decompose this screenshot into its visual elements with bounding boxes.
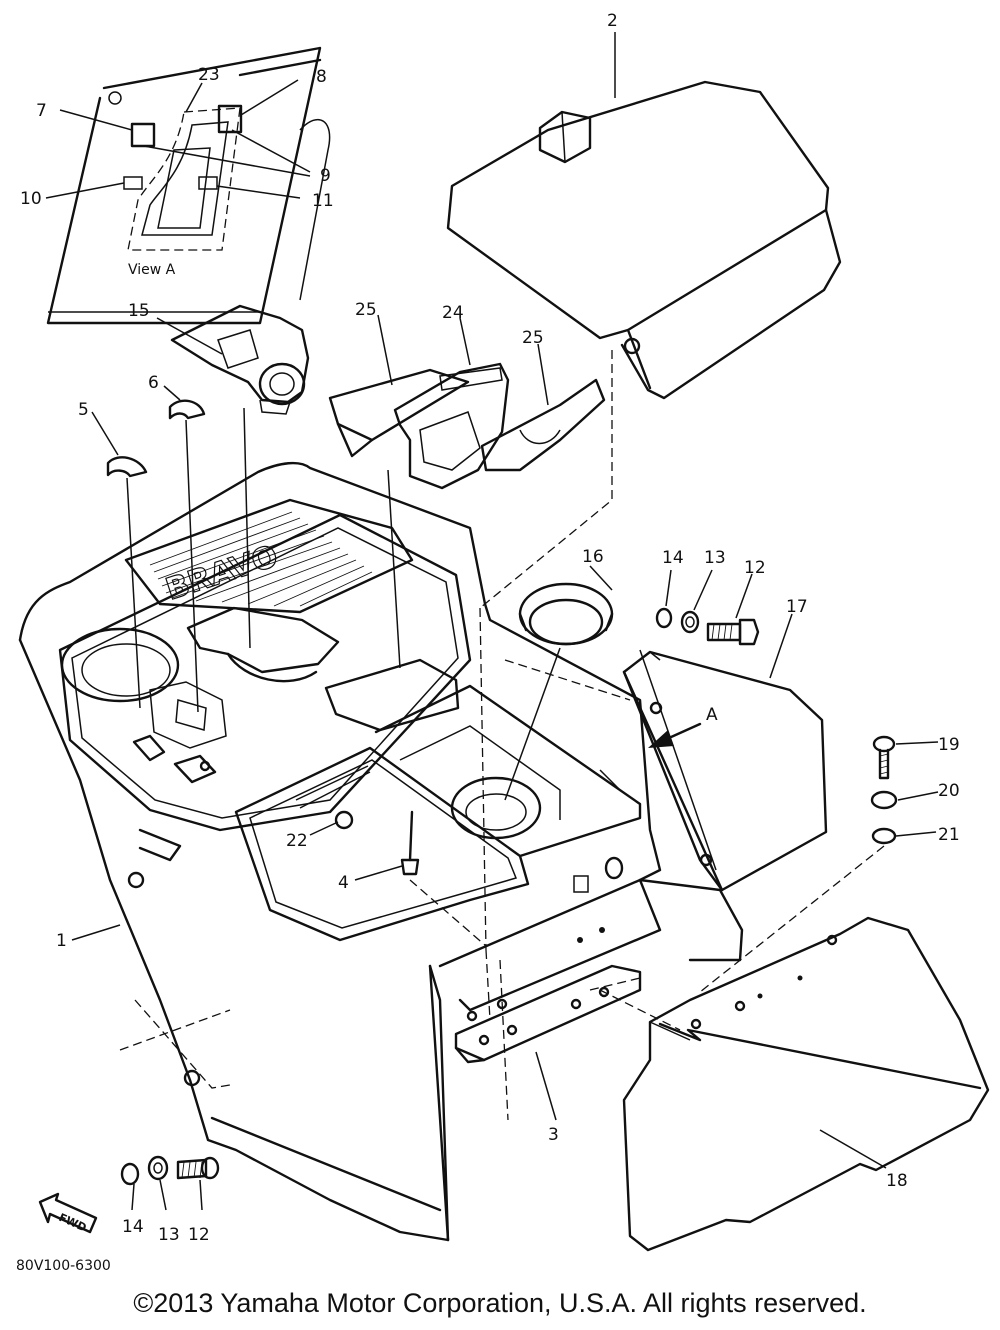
callout-16: 16 bbox=[582, 547, 604, 567]
callout-13-upper: 13 bbox=[704, 548, 726, 568]
callout-12-upper: 12 bbox=[744, 558, 766, 578]
callout-25-left: 25 bbox=[355, 300, 377, 320]
view-a-callout-8: 8 bbox=[316, 67, 327, 87]
callout-19: 19 bbox=[938, 735, 960, 755]
callout-21: 21 bbox=[938, 825, 960, 845]
callout-15: 15 bbox=[128, 301, 150, 321]
callout-12-lower: 12 bbox=[188, 1225, 210, 1245]
callout-20: 20 bbox=[938, 781, 960, 801]
fasteners-19-21: 19 20 21 bbox=[699, 735, 960, 993]
callout-14-lower: 14 bbox=[122, 1217, 144, 1237]
part-3-bracket: 3 bbox=[454, 964, 642, 1145]
clips: 5 6 bbox=[78, 373, 206, 713]
callout-24: 24 bbox=[442, 303, 464, 323]
callout-13-lower: 13 bbox=[158, 1225, 180, 1245]
part-2-lid: 2 bbox=[446, 11, 842, 400]
part-16-grommet: 16 bbox=[504, 547, 614, 801]
callout-22: 22 bbox=[286, 831, 308, 851]
part-17-panel: 17 A bbox=[622, 597, 828, 892]
fasteners-upper: 14 13 12 bbox=[655, 548, 766, 646]
callout-25-right: 25 bbox=[522, 328, 544, 348]
fwd-arrow: FWD bbox=[38, 1192, 98, 1235]
callout-17: 17 bbox=[786, 597, 808, 617]
callout-14-upper: 14 bbox=[662, 548, 684, 568]
callout-3: 3 bbox=[548, 1125, 559, 1145]
fwd-label: FWD bbox=[57, 1211, 89, 1235]
drawing-number: 80V100-6300 bbox=[16, 1258, 111, 1274]
assembly-lines bbox=[119, 350, 681, 1121]
view-a-callout-10: 10 bbox=[20, 189, 42, 209]
view-a-callout-11: 11 bbox=[312, 191, 334, 211]
part-1-console: BRAVO 1 bbox=[18, 461, 744, 1242]
fasteners-lower: 14 13 12 bbox=[120, 1155, 220, 1245]
callout-1: 1 bbox=[56, 931, 67, 951]
callout-5: 5 bbox=[78, 400, 89, 420]
part-22: 22 bbox=[286, 810, 354, 851]
callout-2: 2 bbox=[607, 11, 618, 31]
grille-hatching bbox=[149, 511, 373, 607]
part-18-panel: 18 bbox=[622, 916, 990, 1252]
view-arrow-label: A bbox=[706, 705, 718, 725]
callout-6: 6 bbox=[148, 373, 159, 393]
view-a-callout-7: 7 bbox=[36, 101, 47, 121]
copyright-notice: ©2013 Yamaha Motor Corporation, U.S.A. A… bbox=[133, 1288, 867, 1318]
view-a-label: View A bbox=[128, 262, 176, 278]
callout-18: 18 bbox=[886, 1171, 908, 1191]
part-15-shift-cover: 15 bbox=[128, 301, 310, 415]
part-4-pin: 4 bbox=[338, 810, 487, 947]
parts-24-25: 25 24 25 bbox=[243, 300, 606, 669]
view-a-callout-23: 23 bbox=[198, 65, 220, 85]
view-a-callout-9: 9 bbox=[320, 166, 331, 186]
view-a-inset: 23 8 7 9 10 11 View A bbox=[20, 46, 334, 325]
callout-4: 4 bbox=[338, 873, 349, 893]
